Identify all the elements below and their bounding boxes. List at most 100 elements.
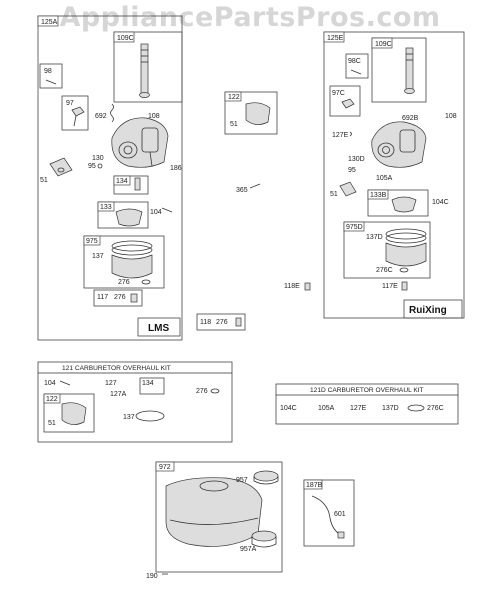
part-109c-label: 109C (117, 35, 134, 42)
gasket-hole-icon (57, 167, 65, 173)
gasket-ring-icon (135, 410, 165, 422)
bowl-nut-icon (130, 293, 138, 303)
kit-121d-276c: 276C (427, 405, 444, 412)
part-109c-tag (113, 31, 135, 43)
part-276c-label: 276 (216, 319, 228, 326)
bowl-nut-icon-3 (401, 281, 408, 291)
part-130d-label: 130D (348, 156, 365, 163)
kit-121d-105a: 105A (318, 405, 335, 412)
float-icon-2 (391, 196, 417, 213)
part-134-label: 134 (116, 178, 128, 185)
part-975d-frame (343, 221, 431, 279)
kit-121-122: 122 (46, 396, 58, 403)
needle-icon (134, 177, 141, 191)
part-133b-tag (367, 189, 389, 200)
part-97c-frame (329, 85, 361, 117)
fuel-tank-icon (165, 477, 263, 547)
pin-icon-2 (59, 380, 71, 386)
part-692b-label: 692B (402, 115, 419, 122)
part-276-label: 276 (118, 279, 130, 286)
part-975-label: 975 (86, 238, 98, 245)
throttle-lever-icon (71, 106, 85, 117)
part-95-e-label: 95 (348, 167, 356, 174)
fuel-bowl-icon-2 (385, 228, 427, 267)
o-ring-icon (141, 279, 151, 285)
part-98c-label: 98C (348, 58, 361, 65)
part-276b-label: 276 (114, 294, 126, 301)
clip-icon (349, 131, 352, 137)
part-975d-label: 975D (346, 224, 363, 231)
group-125a-frame (37, 15, 183, 341)
part-109c-e-frame (371, 37, 427, 103)
group-125a-tag (37, 15, 59, 27)
part-137d-label: 137D (366, 234, 383, 241)
throttle-lever-icon-2 (341, 98, 355, 109)
hose-clamp-icon (337, 531, 345, 539)
part-130-label: 130 (92, 155, 104, 162)
screw-icon (45, 79, 57, 85)
part-187b-tag (303, 479, 323, 490)
part-98-frame (39, 63, 63, 89)
group-125e-label: 125E (327, 35, 344, 42)
insulator-icon-2 (61, 402, 87, 425)
kit-121d-104c: 104C (280, 405, 297, 412)
fuel-bowl-icon (111, 240, 153, 279)
center-parts: 122 51 365 118E 118 276 (196, 91, 311, 331)
kit-121d-137d: 137D (382, 405, 399, 412)
group-125e-tag (323, 31, 345, 43)
part-97-frame (61, 95, 89, 131)
kit-121-frame (37, 361, 233, 443)
pin-icon (161, 207, 173, 213)
fuel-tank-group: 972 957 957A 190 (146, 461, 283, 580)
part-957a-label: 957A (240, 546, 257, 553)
part-98c-frame (345, 53, 369, 79)
part-137-label: 137 (92, 253, 104, 260)
part-51c-label: 51 (230, 121, 238, 128)
carburetor-body-icon (111, 117, 169, 168)
kit-121-134-frame (139, 377, 165, 395)
group-125a-label: 125A (41, 19, 58, 26)
nut-icon (304, 282, 311, 291)
washer-icon (97, 163, 103, 169)
kit-121d: 121D CARBURETOR OVERHAUL KIT 104C 105A 1… (275, 383, 459, 425)
o-ring-icon-2 (399, 267, 409, 273)
part-118-label: 118 (200, 319, 211, 326)
brand-lms-frame (137, 317, 181, 337)
kit-121-122-frame (43, 393, 95, 433)
kit-121-title: 121 CARBURETOR OVERHAUL KIT (62, 365, 171, 372)
kit-121-134: 134 (142, 380, 154, 387)
part-186-label: 186 (170, 165, 182, 172)
part-104-label: 104 (150, 209, 162, 216)
kit-121d-frame (275, 383, 459, 425)
part-104c-label: 104C (432, 199, 449, 206)
part-97c-label: 97C (332, 90, 345, 97)
part-601-label: 601 (334, 511, 346, 518)
part-105a-label: 105A (376, 175, 393, 182)
bolt-icon (249, 183, 261, 189)
kit-121-127: 127 (105, 380, 117, 387)
part-51-label: 51 (40, 177, 48, 184)
kit-121-51: 51 (48, 420, 56, 427)
part-109c-e-label: 109C (375, 41, 392, 48)
o-ring-icon-3 (210, 388, 220, 394)
part-134-tag (113, 175, 131, 186)
kit-121: 121 CARBURETOR OVERHAUL KIT 104 127 127A… (37, 361, 233, 443)
float-icon (115, 208, 143, 227)
group-125e-frame (323, 31, 465, 319)
kit-121-127a: 127A (110, 391, 127, 398)
part-972-tag (155, 461, 175, 472)
part-276c-e-label: 276C (376, 267, 393, 274)
part-108-e-label: 108 (445, 113, 457, 120)
kit-121d-127e: 127E (350, 405, 367, 412)
part-127e-label: 127E (332, 132, 349, 139)
primer-rod-icon-2 (404, 47, 415, 94)
part-108-label: 108 (148, 113, 160, 120)
part-972-frame (155, 461, 283, 573)
kit-121-276: 276 (196, 388, 208, 395)
fuel-line-group: 187B 601 (303, 479, 355, 547)
part-98-label: 98 (44, 68, 52, 75)
brand-lms: LMS (148, 323, 169, 334)
carburetor-body-icon-2 (371, 121, 427, 168)
part-122-frame (224, 91, 278, 135)
